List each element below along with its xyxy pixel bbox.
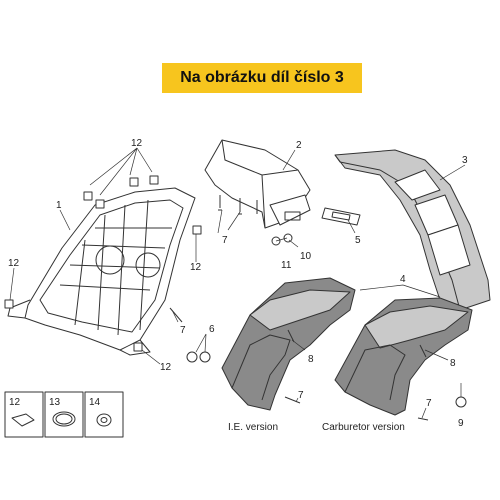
clips-12	[4, 175, 202, 352]
callout-4: 4	[400, 274, 406, 285]
leader-lines	[9, 147, 466, 419]
highlight-banner: Na obrázku díl číslo 3	[162, 63, 362, 93]
legend-labels: 12 13 14	[9, 397, 101, 408]
callout-7-ie: 7	[298, 390, 304, 401]
callout-8-carb: 8	[450, 358, 456, 369]
callout-11: 11	[281, 260, 292, 271]
callout-3: 3	[462, 155, 468, 166]
legend-label-12: 12	[9, 397, 21, 408]
callout-7-left: 7	[180, 325, 186, 336]
legend-box-13	[44, 391, 84, 438]
callout-9: 9	[458, 418, 464, 429]
clip-icon	[11, 413, 35, 427]
fasteners	[169, 195, 467, 421]
grommet-icon	[96, 413, 112, 427]
callout-8-ie: 8	[308, 354, 314, 365]
legend	[4, 391, 124, 438]
legend-box-14	[84, 391, 124, 438]
hose-clamp-icon	[52, 411, 76, 427]
callout-12-left: 12	[8, 258, 20, 269]
part-4-cover-carb	[334, 297, 473, 416]
version-label-carb: Carburetor version	[322, 422, 405, 433]
callout-12-right: 12	[190, 262, 202, 273]
callout-10: 10	[300, 251, 312, 262]
part-2-plate-holder	[204, 139, 311, 229]
callout-1: 1	[56, 200, 62, 211]
legend-box-12	[4, 391, 44, 438]
callout-5: 5	[355, 235, 361, 246]
callout-12-bottom: 12	[160, 362, 172, 373]
part-5-reflector	[321, 207, 361, 226]
callout-7-carb: 7	[426, 398, 432, 409]
callout-6: 6	[209, 324, 215, 335]
part-4-cover-ie	[221, 277, 356, 411]
legend-label-14: 14	[89, 397, 101, 408]
callout-7-upper: 7	[222, 235, 228, 246]
part-3-mudguard	[334, 149, 491, 311]
version-label-ie: I.E. version	[228, 422, 278, 433]
callout-12-top: 12	[131, 138, 143, 149]
callout-2: 2	[296, 140, 302, 151]
part-1-undertray	[7, 187, 196, 356]
legend-label-13: 13	[49, 397, 61, 408]
callout-labels: 12 1 2 3 4 5 6 7 7 7 7 8 8 9 10 11 12 12…	[8, 138, 468, 429]
